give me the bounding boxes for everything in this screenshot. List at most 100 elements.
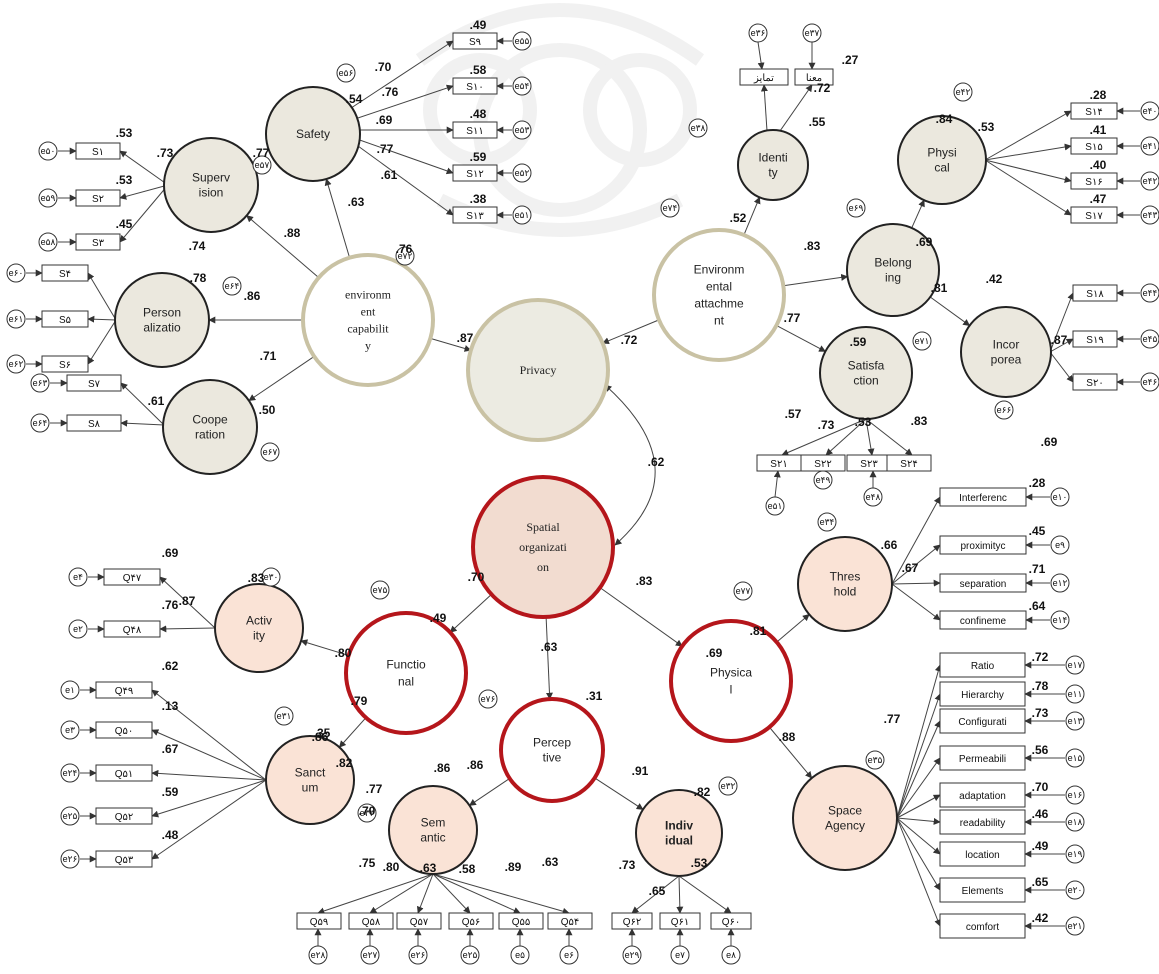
error-term <box>1050 487 1070 507</box>
latent-label: Sanct <box>295 766 326 780</box>
structural-path <box>929 296 971 326</box>
latent-label: ing <box>885 271 901 285</box>
indicator-label: S۱۸ <box>1086 289 1104 300</box>
error-label: e۵۲ <box>515 168 530 178</box>
coef-label: .87 <box>179 594 196 608</box>
coef-label: .48 <box>162 828 179 842</box>
indicator-box <box>739 68 789 86</box>
loading-path <box>119 184 169 243</box>
error-label: e۲۹ <box>625 950 640 960</box>
indicator-box <box>103 568 161 586</box>
coef-label: .78 <box>190 271 207 285</box>
latent-activity <box>214 583 304 673</box>
loading-path <box>1049 351 1074 383</box>
error-label: e۴۸ <box>866 492 881 502</box>
latent-label: ty <box>768 166 777 180</box>
coef-label: .73 <box>157 146 174 160</box>
latent-label: Space <box>828 804 862 818</box>
error-term <box>994 400 1014 420</box>
coef-label: .49 <box>430 611 447 625</box>
indicator-box <box>448 912 494 930</box>
coef-label: .76 <box>162 598 179 612</box>
latent-label: ity <box>253 629 265 643</box>
error-term <box>6 309 26 329</box>
error-label: e۶۲ <box>9 359 24 369</box>
coef-label: .76 <box>396 242 413 256</box>
loading-path <box>676 875 684 914</box>
edges-layer <box>26 37 1140 946</box>
coef-label: .91 <box>632 764 649 778</box>
indicator-label: Q۴۷ <box>123 573 142 584</box>
indicator-box <box>348 912 394 930</box>
coef-label: .83 <box>636 574 653 588</box>
loading-path <box>432 873 471 914</box>
latent-individual <box>635 789 723 877</box>
indicator-box <box>66 374 122 392</box>
coef-label: .80 <box>383 860 400 874</box>
error-term <box>38 188 58 208</box>
error-term <box>30 373 50 393</box>
latent-label: cal <box>934 161 949 175</box>
coef-label: .53 <box>691 856 708 870</box>
error-label: e۲۵ <box>63 811 78 821</box>
indicator-label: Ratio <box>971 661 995 672</box>
loading-path <box>896 817 941 855</box>
indicator-box <box>95 764 153 782</box>
latent-sanctum <box>265 735 355 825</box>
indicator-box <box>939 652 1026 678</box>
coef-label: .89 <box>505 860 522 874</box>
coef-label: .31 <box>586 689 603 703</box>
error-label: e۷۲ <box>398 251 413 261</box>
latent-label: environm <box>345 288 392 302</box>
error-term <box>748 23 768 43</box>
indicator-label: S۲ <box>92 194 104 205</box>
indicator-box <box>939 708 1026 734</box>
error-label: e۴۹ <box>816 475 831 485</box>
coef-label: .42 <box>986 272 1003 286</box>
indicator-label: Elements <box>962 886 1004 897</box>
error-label: e۴ <box>73 572 83 582</box>
latent-label: Indiv <box>665 819 693 833</box>
error-term <box>512 163 532 183</box>
error-label: e۵۱ <box>515 210 530 220</box>
loading-path <box>891 579 941 587</box>
coef-label: .72 <box>621 333 638 347</box>
latent-personalization <box>114 272 210 368</box>
coef-label: .83 <box>911 414 928 428</box>
indicator-label: location <box>965 850 999 861</box>
coef-label: .53 <box>116 126 133 140</box>
structural-path <box>430 337 472 352</box>
error-label: e۲۶ <box>63 854 78 864</box>
loading-path <box>119 150 169 186</box>
error-term <box>912 331 932 351</box>
coef-label: .86 <box>244 289 261 303</box>
error-label: e۳۲ <box>721 781 736 791</box>
error-term <box>1065 812 1085 832</box>
indicator-box <box>296 912 342 930</box>
latent-label: capabilit <box>347 322 389 336</box>
error-term <box>512 31 532 51</box>
error-label: e۵۶ <box>339 68 354 78</box>
indicator-label: S۱۳ <box>466 211 484 222</box>
error-term <box>1140 171 1159 191</box>
structural-path <box>248 356 315 402</box>
loading-path <box>760 84 768 132</box>
coef-label: .87 <box>457 331 474 345</box>
latent-label: Agency <box>825 819 865 833</box>
error-term <box>1140 329 1159 349</box>
coef-label: .13 <box>162 699 179 713</box>
coef-label: .64 <box>1029 599 1046 613</box>
error-label: e۳۳ <box>360 808 375 818</box>
coef-label: .61 <box>381 168 398 182</box>
error-label: e۴۱ <box>1143 141 1158 151</box>
indicator-box <box>75 233 121 251</box>
loading-path <box>151 779 267 818</box>
structural-path <box>324 178 351 258</box>
error-term <box>512 76 532 96</box>
coef-label: .72 <box>1032 650 1049 664</box>
coef-label: .73 <box>1032 706 1049 720</box>
indicator-label: S۲۴ <box>900 459 917 470</box>
coef-label: .59 <box>162 785 179 799</box>
coef-label: .41 <box>1090 123 1107 137</box>
error-term <box>865 750 885 770</box>
